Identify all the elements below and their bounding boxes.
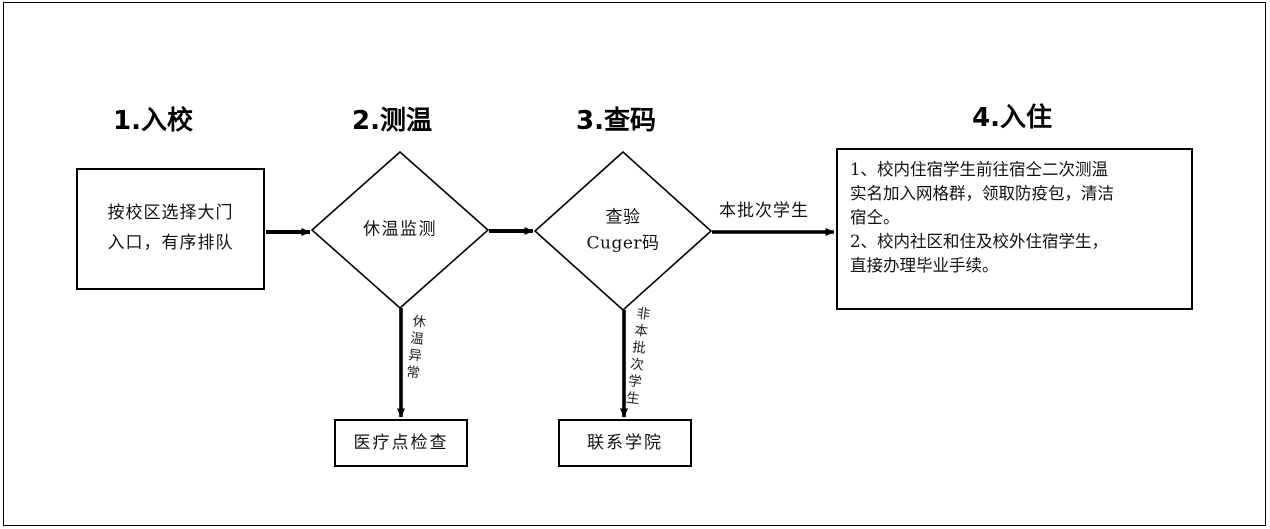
decision-label-temperature: 休温监测 — [363, 219, 437, 240]
process-box-contact-college: 联系学院 — [558, 419, 692, 467]
notes-box-line-5: 直接办理毕业手续。 — [850, 255, 999, 275]
process-box-medical-check: 医疗点检查 — [334, 419, 468, 467]
step-title-1: 1.入校 — [113, 106, 193, 136]
step-title-4: 4.入住 — [972, 103, 1052, 133]
notes-box-line-1: 1、校内住宿学生前往宿仝二次测温 — [850, 160, 1108, 179]
step-title-2: 2.测温 — [352, 106, 432, 136]
process-box-medical-check-label: 医疗点检查 — [353, 432, 449, 453]
process-box-contact-college-label: 联系学院 — [587, 432, 663, 453]
notes-box-checkin: 1、校内住宿学生前往宿仝二次测温 实名加入网格群，领取防疫包，清洁 宿仝。 2、… — [836, 148, 1193, 310]
process-box-entry: 按校区选择大门 入口，有序排队 — [76, 168, 265, 290]
decision-label-health-code: 查验 Cuger码 — [586, 207, 660, 254]
notes-box-line-4: 2、校内社区和住及校外住宿学生， — [850, 231, 1108, 251]
edge-label-current-batch: 本批次学生 — [719, 201, 809, 221]
page-border-frame — [3, 2, 1266, 526]
step-title-3: 3.查码 — [576, 106, 656, 136]
notes-box-line-3: 宿仝。 — [850, 207, 900, 227]
notes-box-line-2: 实名加入网格群，领取防疫包，清洁 — [850, 183, 1114, 203]
process-box-entry-label: 按校区选择大门 入口，有序排队 — [107, 203, 234, 253]
